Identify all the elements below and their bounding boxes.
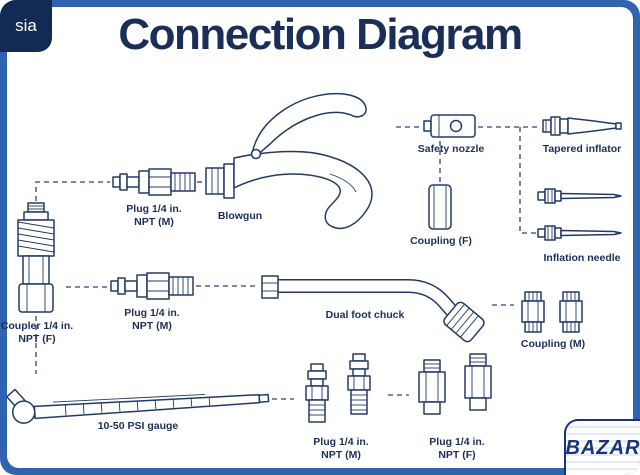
item-blowgun: [204, 78, 399, 230]
blowgun-label: Blowgun: [217, 210, 263, 222]
plug-m-mid-icon: [110, 272, 194, 300]
item-coupling-m: [518, 290, 588, 334]
plug-m-top-icon: [112, 168, 196, 196]
item-dual-foot-chuck: [260, 264, 490, 344]
label-line: Plug 1/4 in.: [124, 307, 180, 319]
item-inflation-needle-2: [537, 224, 624, 242]
psi-gauge-label: 10-50 PSI gauge: [97, 420, 179, 432]
bazar-logo-text: BAZAR: [565, 436, 640, 459]
inflation-needle-icon: [537, 225, 622, 241]
label-line: Plug 1/4 in.: [313, 436, 369, 448]
plug-m-bottom-label: Plug 1/4 in. NPT (M): [292, 436, 390, 462]
page-title: Connection Diagram: [118, 10, 523, 59]
item-plug-m-mid: [110, 268, 194, 304]
coupler-f-icon: [17, 202, 55, 313]
plug-f-bottom-label: Plug 1/4 in. NPT (F): [408, 436, 506, 462]
label-line: Coupler 1/4 in.: [0, 320, 74, 332]
coupling-f-label: Coupling (F): [410, 235, 472, 247]
label-line: NPT (M): [134, 216, 174, 229]
label-line: NPT (M): [132, 320, 172, 333]
tapered-inflator-label: Tapered inflator: [542, 143, 622, 155]
inflation-needle-icon: [537, 188, 622, 204]
item-safety-nozzle: [423, 112, 476, 140]
blowgun-icon: [205, 92, 373, 230]
coupling-m-label: Coupling (M): [520, 338, 586, 350]
plug-f-bottom-icon: [418, 353, 492, 415]
site-watermark-left: sia: [0, 0, 52, 52]
item-inflation-needle-1: [537, 187, 624, 205]
safety-nozzle-icon: [423, 114, 476, 138]
coupling-f-icon: [428, 184, 452, 230]
psi-gauge-icon: [6, 388, 270, 424]
safety-nozzle-label: Safety nozzle: [417, 143, 485, 155]
label-line: NPT (F): [18, 333, 56, 346]
item-plug-f-bottom: [412, 350, 504, 432]
item-plug-m-bottom: [298, 352, 384, 434]
dual-foot-chuck-label: Dual foot chuck: [325, 309, 405, 321]
item-coupling-f: [426, 184, 454, 230]
item-plug-m-top: [112, 164, 196, 200]
plug-m-mid-label: Plug 1/4 in. NPT (M): [102, 307, 202, 333]
label-line: Plug 1/4 in.: [429, 436, 485, 448]
label-line: NPT (F): [438, 449, 476, 462]
plug-m-bottom-icon: [305, 353, 371, 423]
label-line: Plug 1/4 in.: [126, 203, 182, 215]
inflation-needle-label: Inflation needle: [543, 252, 621, 264]
tapered-inflator-icon: [542, 116, 622, 136]
coupling-m-icon: [521, 291, 583, 333]
item-tapered-inflator: [542, 113, 622, 139]
site-watermark-right: BAZAR: [564, 419, 640, 475]
plug-m-top-label: Plug 1/4 in. NPT (M): [104, 203, 204, 229]
item-coupler-f: [8, 202, 64, 314]
coupler-f-label: Coupler 1/4 in. NPT (F): [0, 320, 74, 346]
label-line: NPT (M): [321, 449, 361, 462]
dual-foot-chuck-icon: [261, 275, 485, 343]
item-psi-gauge: [6, 376, 274, 434]
